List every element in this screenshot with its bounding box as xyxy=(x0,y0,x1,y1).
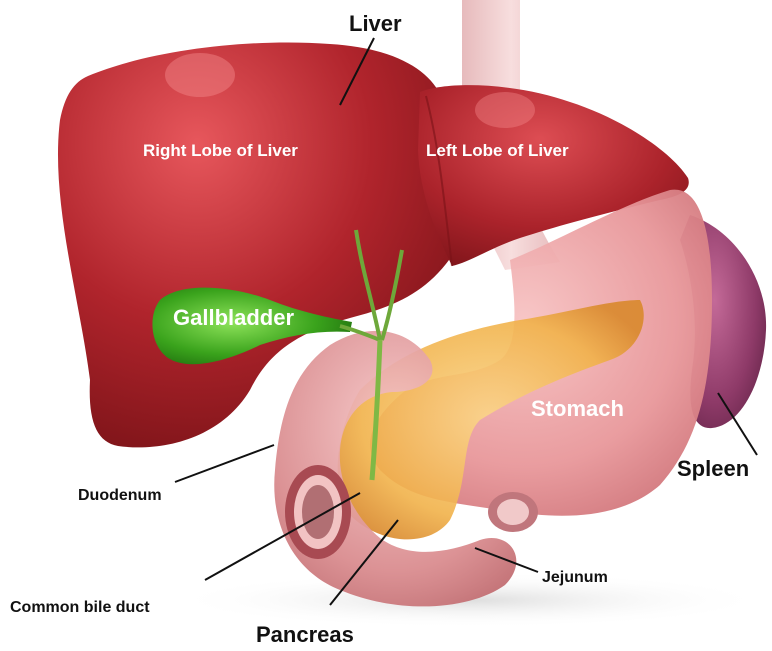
label-right-lobe: Right Lobe of Liver xyxy=(143,142,298,159)
duodenum-leader-line xyxy=(175,445,274,482)
label-gallbladder: Gallbladder xyxy=(173,307,294,329)
duodenum-lumen xyxy=(302,485,334,539)
jejunum-section-inner xyxy=(497,499,529,525)
label-pancreas: Pancreas xyxy=(256,624,354,646)
label-spleen: Spleen xyxy=(677,458,749,480)
label-stomach: Stomach xyxy=(531,398,624,420)
label-common-bile-duct: Common bile duct xyxy=(10,600,150,616)
label-duodenum: Duodenum xyxy=(78,488,162,504)
label-liver: Liver xyxy=(349,13,402,35)
liver-highlight xyxy=(475,92,535,128)
label-left-lobe: Left Lobe of Liver xyxy=(426,142,569,159)
liver-highlight xyxy=(165,53,235,97)
label-jejunum: Jejunum xyxy=(542,570,608,586)
